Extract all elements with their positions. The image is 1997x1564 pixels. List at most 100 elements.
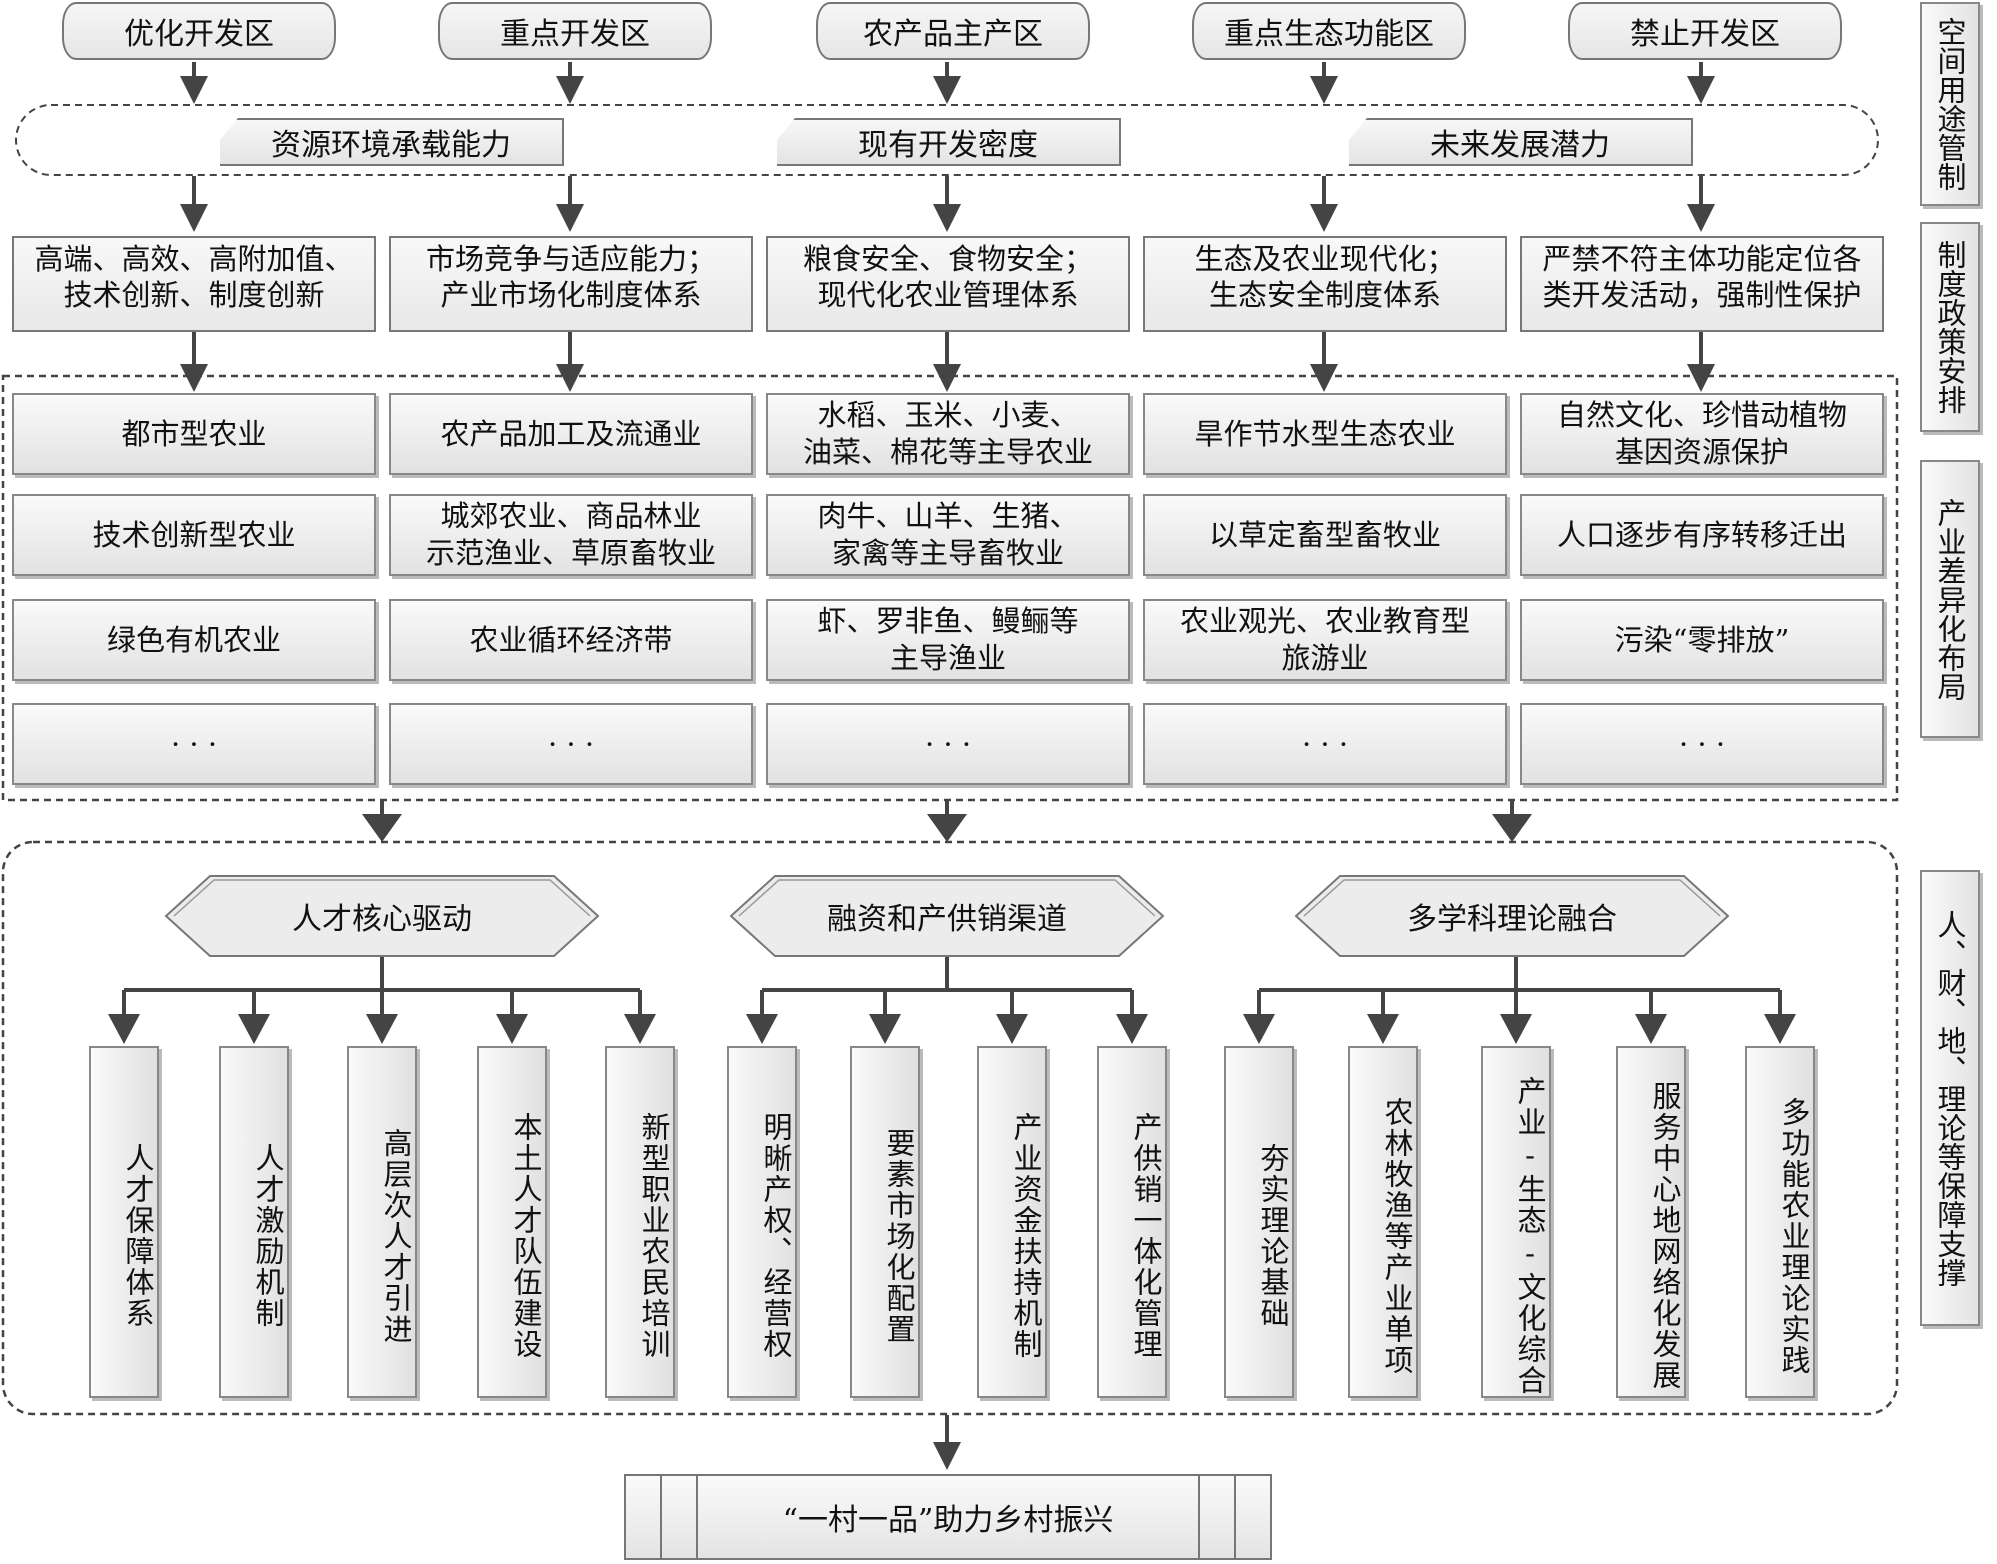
industry-cell-line: 以草定畜型畜牧业 — [1208, 517, 1441, 552]
industry-cell-text: 城郊农业、商品林业示范渔业、草原畜牧业 — [426, 498, 716, 572]
industry-cell-line: · · · — [1301, 726, 1349, 761]
industry-cell-line: · · · — [1678, 726, 1726, 761]
driver-finance-channel: 融资和产供销渠道 — [827, 902, 1067, 937]
support-arrowhead — [1764, 1014, 1796, 1044]
industry-cell-text: 虾、罗非鱼、鳗鲡等主导渔业 — [817, 603, 1078, 677]
policy-line: 生态及农业现代化； — [1194, 242, 1456, 276]
industry-cell: · · · — [766, 703, 1130, 785]
industry-cell-text: 人口逐步有序转移迁出 — [1557, 517, 1847, 554]
hexagon-shape — [729, 875, 1165, 957]
support-box: 农林牧渔等产业单项 — [1348, 1046, 1418, 1398]
support-dashed-frame — [1, 840, 1899, 1416]
industry-cell-text: · · · — [925, 726, 971, 763]
industry-cell-line: 肉牛、山羊、生猪、 — [817, 499, 1079, 533]
industry-cell-text: 旱作节水型生态农业 — [1194, 416, 1455, 453]
industry-cell-line: 绿色有机农业 — [106, 622, 281, 657]
hexagon-shape — [164, 875, 600, 957]
support-arrows — [108, 990, 1796, 1044]
zone-optimized: 优化开发区 — [62, 2, 336, 60]
industry-cell-line: 都市型农业 — [121, 416, 267, 451]
industry-cell: 人口逐步有序转移迁出 — [1520, 494, 1884, 576]
support-arrowhead — [1635, 1014, 1667, 1044]
support-box: 人才激励机制 — [219, 1046, 289, 1398]
industry-cell-line: · · · — [924, 726, 972, 761]
support-box: 夯实理论基础 — [1224, 1046, 1294, 1398]
support-arrowhead — [1243, 1014, 1275, 1044]
industry-cell-line: 农业循环经济带 — [469, 622, 673, 657]
support-arrowhead — [624, 1014, 656, 1044]
support-box: 本土人才队伍建设 — [477, 1046, 547, 1398]
industry-cell: · · · — [1143, 703, 1507, 785]
driver-hexagons — [164, 875, 1730, 957]
policy-box: 生态及农业现代化；生态安全制度体系 — [1143, 236, 1507, 332]
industry-cell: 城郊农业、商品林业示范渔业、草原畜牧业 — [389, 494, 753, 576]
support-box: 产供销一体化管理 — [1097, 1046, 1167, 1398]
industry-cell-text: 农业循环经济带 — [469, 622, 672, 659]
industry-cell-text: 污染“零排放” — [1615, 622, 1790, 659]
industry-cell: 水稻、玉米、小麦、油菜、棉花等主导农业 — [766, 393, 1130, 475]
industry-cell: 农业观光、农业教育型旅游业 — [1143, 599, 1507, 681]
industry-cell: 都市型农业 — [12, 393, 376, 475]
industry-cell-text: 都市型农业 — [121, 416, 266, 453]
industry-cell-line: 旅游业 — [1281, 641, 1369, 675]
industry-cell-line: 家禽等主导畜牧业 — [831, 536, 1064, 570]
industry-cell-text: 水稻、玉米、小麦、油菜、棉花等主导农业 — [803, 397, 1093, 471]
support-box: 明晰产权、经营权 — [727, 1046, 797, 1398]
industry-cell: 农产品加工及流通业 — [389, 393, 753, 475]
policy-box: 粮食安全、食物安全；现代化农业管理体系 — [766, 236, 1130, 332]
criteria-resource-capacity: 资源环境承载能力 — [220, 118, 564, 166]
industry-cell-text: 以草定畜型畜牧业 — [1209, 517, 1441, 554]
policy-line: 严禁不符主体功能定位各 — [1542, 242, 1862, 276]
industry-cell: 农业循环经济带 — [389, 599, 753, 681]
industry-cell: 绿色有机农业 — [12, 599, 376, 681]
policy-line: 高端、高效、高附加值、 — [34, 242, 354, 276]
support-arrowhead — [108, 1014, 140, 1044]
industry-cell-line: 示范渔业、草原畜牧业 — [425, 536, 716, 570]
support-box: 高层次人才引进 — [347, 1046, 417, 1398]
industry-cell-text: 绿色有机农业 — [107, 622, 281, 659]
arrow-group — [124, 62, 1780, 992]
industry-dashed-frame — [1, 374, 1899, 802]
support-arrowhead — [1367, 1014, 1399, 1044]
industry-cell: 肉牛、山羊、生猪、家禽等主导畜牧业 — [766, 494, 1130, 576]
zone-prohibited: 禁止开发区 — [1568, 2, 1842, 60]
zone-key-development: 重点开发区 — [438, 2, 712, 60]
industry-cell: 技术创新型农业 — [12, 494, 376, 576]
support-arrowhead — [1500, 1014, 1532, 1044]
policy-line: 产业市场化制度体系 — [440, 278, 702, 312]
support-box: 新型职业农民培训 — [605, 1046, 675, 1398]
policy-box: 严禁不符主体功能定位各类开发活动，强制性保护 — [1520, 236, 1884, 332]
hexagon-shape — [1294, 875, 1730, 957]
industry-cell-line: 水稻、玉米、小麦、 — [817, 398, 1079, 432]
policy-line: 生态安全制度体系 — [1208, 278, 1441, 312]
industry-cell-line: 旱作节水型生态农业 — [1194, 416, 1456, 451]
industry-cell-line: 农业观光、农业教育型 — [1179, 604, 1470, 638]
policy-box: 市场竞争与适应能力；产业市场化制度体系 — [389, 236, 753, 332]
policy-line: 市场竞争与适应能力； — [425, 242, 716, 276]
support-box: 产业资金扶持机制 — [977, 1046, 1047, 1398]
support-arrowhead — [746, 1014, 778, 1044]
industry-cell-line: 技术创新型农业 — [92, 517, 296, 552]
side-label-space-control: 空间用途管制 — [1920, 2, 1980, 206]
support-arrowhead — [869, 1014, 901, 1044]
support-box: 人才保障体系 — [89, 1046, 159, 1398]
industry-cell: · · · — [1520, 703, 1884, 785]
industry-cell-line: · · · — [170, 726, 218, 761]
driver-talent: 人才核心驱动 — [292, 902, 472, 937]
policy-line: 现代化农业管理体系 — [817, 278, 1079, 312]
industry-cell: 自然文化、珍惜动植物基因资源保护 — [1520, 393, 1884, 475]
industry-cell-text: 自然文化、珍惜动植物基因资源保护 — [1557, 397, 1847, 471]
industry-cell-line: · · · — [547, 726, 595, 761]
industry-cell-text: 技术创新型农业 — [92, 517, 295, 554]
policy-line: 类开发活动，强制性保护 — [1542, 278, 1862, 312]
criteria-development-density: 现有开发密度 — [777, 118, 1121, 166]
industry-cell-line: 主导渔业 — [889, 641, 1006, 675]
final-goal-text: “一村一品”助力乡村振兴 — [782, 1503, 1114, 1538]
industry-cell: · · · — [389, 703, 753, 785]
industry-cell-line: 农产品加工及流通业 — [440, 416, 702, 451]
driver-theory: 多学科理论融合 — [1407, 902, 1617, 937]
industry-cell: 以草定畜型畜牧业 — [1143, 494, 1507, 576]
criteria-dashed-frame — [15, 104, 1879, 176]
support-box: 多功能农业理论实践 — [1745, 1046, 1815, 1398]
